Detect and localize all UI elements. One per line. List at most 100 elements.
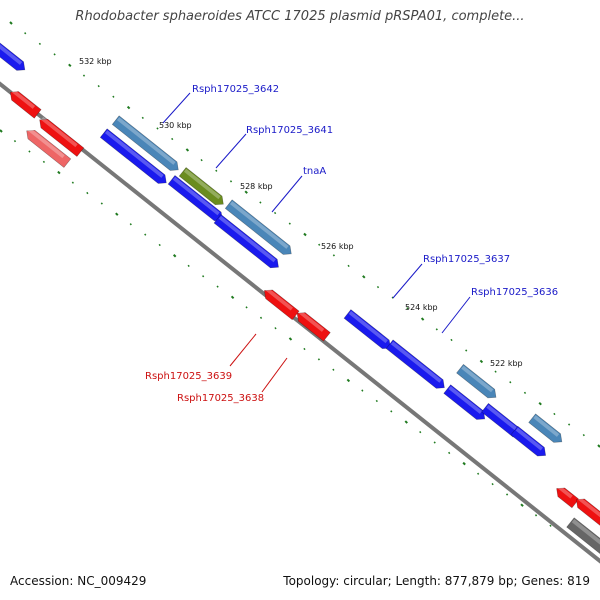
gene-reverse-2[interactable]: [36, 116, 85, 157]
accession-text: Accession: NC_009429: [10, 574, 147, 588]
tick-mark-inner: [42, 160, 46, 164]
gene-forward-3[interactable]: [213, 214, 282, 271]
tick-label-524: 524 kbp: [405, 303, 438, 312]
tick-mark-outer: [82, 74, 86, 77]
tick-mark-outer: [171, 137, 174, 141]
tick-mark-inner: [71, 181, 74, 184]
gene-reverse-3[interactable]: [553, 484, 580, 509]
tick-mark-inner: [520, 503, 524, 507]
gene-label-rsph17025-3639: Rsph17025_3639: [145, 371, 232, 382]
tick-mark-outer: [465, 349, 468, 352]
label-leaders: [162, 92, 471, 393]
gene-rsph17025-3641[interactable]: [178, 167, 227, 209]
tick-mark-inner: [332, 368, 335, 371]
tick-mark-outer: [141, 116, 144, 120]
tick-mark-outer: [259, 201, 262, 204]
tick-mark-inner: [202, 275, 205, 278]
tick-mark-inner: [390, 410, 393, 413]
tick-mark-outer: [229, 180, 233, 183]
tick-mark-inner: [100, 202, 103, 205]
tick-mark-outer: [53, 53, 56, 56]
tick-mark-outer: [509, 381, 512, 384]
tick-mark-inner: [13, 139, 17, 143]
tick-mark-inner: [477, 472, 480, 475]
gene-pseudo-gray[interactable]: [566, 517, 600, 559]
gene-label-rsph17025-3638: Rsph17025_3638: [177, 393, 264, 404]
tick-mark-outer: [450, 338, 453, 342]
tick-mark-outer: [318, 243, 321, 246]
tick-mark-outer: [494, 370, 497, 373]
tick-mark-outer: [273, 211, 277, 215]
tick-mark-outer: [435, 328, 438, 331]
gene-forward-8[interactable]: [510, 425, 549, 460]
tick-mark-inner: [361, 389, 364, 392]
tick-mark-outer: [582, 433, 585, 437]
tick-mark-outer: [126, 105, 131, 110]
gene-rsph17025-3639[interactable]: [261, 286, 300, 321]
gene-tnaa[interactable]: [224, 199, 294, 258]
tick-mark-inner: [491, 482, 494, 486]
gene-features[interactable]: [0, 41, 600, 559]
gene-forward-6[interactable]: [443, 384, 488, 423]
gene-forward-1[interactable]: [99, 128, 169, 187]
tick-mark-outer: [523, 391, 527, 394]
tick-mark-outer: [200, 159, 203, 162]
tick-mark-outer: [244, 190, 248, 194]
tick-mark-outer: [332, 254, 336, 257]
tick-mark-inner: [129, 223, 132, 226]
tick-mark-outer: [479, 359, 484, 364]
tick-label-528: 528 kbp: [240, 182, 273, 191]
tick-mark-inner: [0, 129, 3, 133]
gene-forward-5[interactable]: [385, 339, 448, 392]
gene-reverse-1[interactable]: [7, 88, 42, 119]
gene-forward-light-1[interactable]: [456, 363, 500, 401]
gene-label-rsph17025-3637: Rsph17025_3637: [423, 254, 510, 265]
tick-mark-outer: [420, 317, 425, 321]
tick-label-532: 532 kbp: [79, 57, 112, 66]
tick-mark-inner: [419, 431, 422, 434]
tick-mark-outer: [97, 85, 100, 88]
tick-mark-outer: [567, 423, 571, 426]
tick-marks: [0, 21, 600, 527]
tick-mark-inner: [158, 243, 161, 247]
tick-mark-inner: [433, 441, 436, 444]
genome-backbone: [0, 81, 600, 564]
tick-mark-inner: [375, 399, 378, 403]
tick-mark-inner: [462, 461, 466, 466]
gene-reverse-light[interactable]: [23, 127, 72, 168]
tick-mark-outer: [215, 169, 218, 172]
tick-mark-inner: [404, 420, 408, 424]
gene-label-rsph17025-3642: Rsph17025_3642: [192, 84, 279, 95]
gene-reverse-4[interactable]: [573, 495, 600, 530]
gene-rsph17025-3642[interactable]: [111, 115, 181, 174]
gene-forward-light-2[interactable]: [528, 413, 566, 446]
tick-mark-inner: [57, 170, 61, 175]
tick-mark-outer: [538, 401, 542, 406]
tick-mark-inner: [187, 264, 190, 267]
tick-mark-inner: [448, 451, 451, 455]
tick-mark-outer: [303, 232, 307, 237]
tick-mark-inner: [172, 254, 177, 258]
tick-mark-outer: [376, 285, 380, 289]
tick-label-530: 530 kbp: [159, 121, 192, 130]
gene-forward-edge[interactable]: [0, 41, 28, 74]
tick-labels: 532 kbp 530 kbp 528 kbp 526 kbp 524 kbp …: [79, 57, 523, 368]
tick-mark-outer: [112, 95, 115, 98]
tick-mark-inner: [505, 493, 509, 496]
tick-mark-inner: [288, 337, 293, 341]
gene-labels: Rsph17025_3642 Rsph17025_3641 tnaA Rsph1…: [145, 84, 558, 404]
tick-mark-inner: [144, 233, 147, 236]
tick-mark-outer: [185, 148, 190, 152]
tick-mark-outer: [406, 307, 409, 310]
tick-mark-inner: [317, 358, 321, 361]
genome-stats-text: Topology: circular; Length: 877,879 bp; …: [283, 574, 590, 588]
gene-forward-4[interactable]: [343, 309, 394, 353]
gene-label-rsph17025-3641: Rsph17025_3641: [246, 125, 333, 136]
tick-mark-outer: [553, 412, 556, 416]
tick-mark-inner: [534, 514, 538, 517]
tick-mark-inner: [86, 191, 89, 195]
tick-mark-inner: [216, 285, 219, 288]
gene-rsph17025-3638[interactable]: [294, 309, 331, 342]
tick-mark-inner: [303, 347, 306, 351]
